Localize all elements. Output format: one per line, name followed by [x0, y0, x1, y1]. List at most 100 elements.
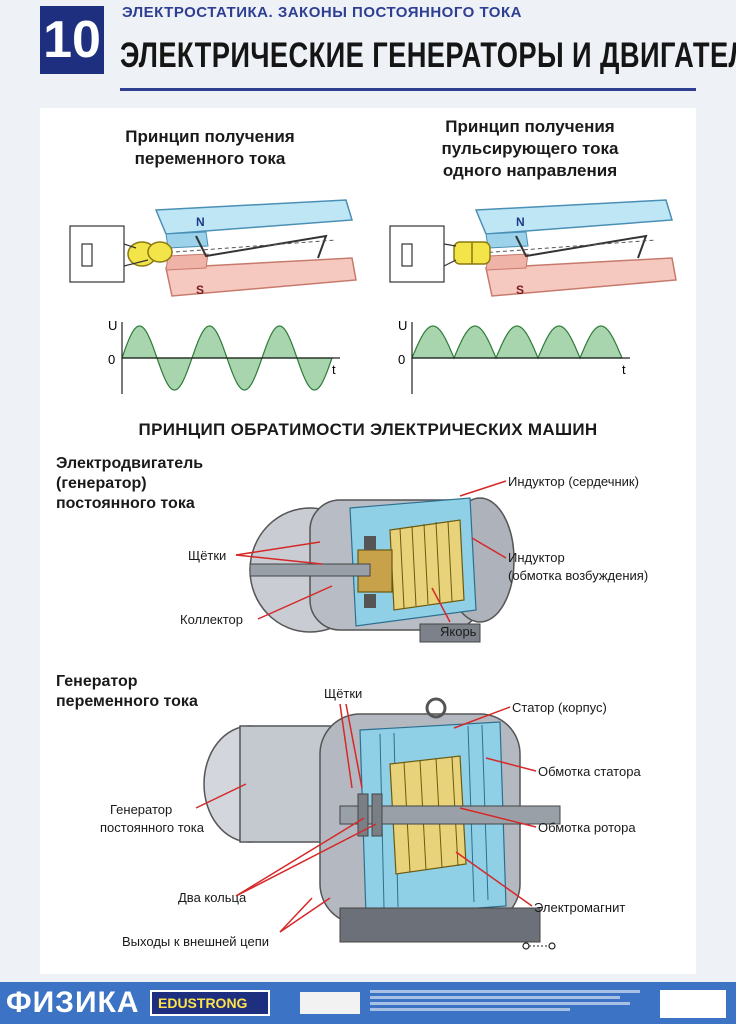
leader-output-1: [279, 897, 313, 933]
sheet-number-badge: 10: [40, 6, 104, 74]
south-pole-magnet: [165, 257, 357, 297]
leader-ring-2: [235, 823, 377, 897]
slip-ring-2: [371, 793, 383, 837]
pulsating-wave: [411, 325, 623, 360]
label-inductor-winding-1: Индуктор: [508, 550, 565, 565]
leader-brush-1: [235, 541, 321, 556]
pulse-caption-line3: одного направления: [442, 161, 618, 180]
north-pole-magnet: [154, 199, 353, 235]
dc-caption-line1: Электродвигатель: [56, 455, 204, 472]
reversibility-title: ПРИНЦИП ОБРАТИМОСТИ ЭЛЕКТРИЧЕСКИХ МАШИН: [138, 420, 598, 439]
north-pole-magnet: [474, 199, 673, 235]
pole-s-label: S: [196, 283, 204, 297]
label-armature: Якорь: [440, 624, 477, 639]
label-collector: Коллектор: [180, 612, 244, 627]
rotating-coil: [515, 234, 648, 259]
load-resistor: [401, 243, 413, 267]
shaft: [249, 563, 371, 577]
header-divider: [120, 88, 696, 91]
slip-ring-2: [147, 241, 173, 263]
pulse-wave-group: [411, 325, 623, 360]
label-rotor-winding: Обмотка ротора: [538, 820, 636, 835]
brush-lead-1: [443, 243, 457, 247]
brush-lead-2: [123, 259, 149, 267]
pulse-caption-line1: Принцип получения: [445, 117, 615, 136]
acgen-caption-line1: Генератор: [56, 673, 138, 690]
leader-electromagnet: [455, 851, 533, 907]
dc-leader-lines: [235, 480, 507, 623]
edustrong-logo: EDUSTRONG: [150, 990, 270, 1016]
u-axis-label: U: [398, 318, 407, 333]
slip-ring-1: [357, 793, 369, 837]
subject-brand: ФИЗИКА: [6, 986, 140, 1019]
ac-generator-illustration: [203, 697, 561, 950]
label-stator-case: Статор (корпус): [512, 700, 607, 715]
t-axis-label: t: [332, 362, 336, 377]
brush-lead-2: [443, 259, 457, 267]
ac-caption-line1: Принцип получения: [125, 127, 295, 146]
armature-core: [389, 519, 465, 611]
publisher-logo: [300, 992, 360, 1014]
u-axis-label: U: [108, 318, 117, 333]
brush-bottom: [364, 594, 376, 608]
leader-brush-2: [235, 554, 323, 565]
rotation-axis: [147, 239, 337, 255]
label-inductor-winding-2: (обмотка возбуждения): [508, 568, 649, 583]
label-dc-brushes: Щётки: [188, 548, 227, 563]
external-circuit: [389, 225, 445, 283]
pulse-caption-line2: пульсирующего тока: [441, 139, 619, 158]
leader-dc-gen: [195, 783, 247, 809]
leader-stator-winding: [485, 757, 537, 772]
poster-header: 10 ЭЛЕКТРОСТАТИКА. ЗАКОНЫ ПОСТОЯННОГО ТО…: [0, 0, 736, 96]
edustrong-logo-text: EDUSTRONG: [158, 995, 248, 1011]
zero-label: 0: [108, 352, 115, 367]
footer-badge-logo: [660, 990, 726, 1018]
leader-rotor-winding: [459, 807, 537, 828]
ac-generator-diagram: N S: [69, 199, 357, 297]
south-pole-face: [485, 253, 529, 271]
generator-base: [339, 907, 541, 943]
leader-output-2: [279, 897, 331, 933]
label-stator-winding: Обмотка статора: [538, 764, 641, 779]
leader-inductor-winding: [471, 537, 507, 559]
leader-ac-brush-1: [339, 703, 353, 789]
ac-leader-lines: [195, 703, 537, 933]
ac-principle-caption: Принцип получения переменного тока: [80, 126, 340, 170]
ac-caption-line2: переменного тока: [134, 149, 286, 168]
rotation-axis: [467, 239, 657, 255]
ac-waveform: U 0 t: [108, 318, 340, 394]
t-axis-label: t: [622, 362, 626, 377]
mounting-foot: [419, 623, 481, 643]
ac-generator-caption: Генератор переменного тока: [56, 672, 198, 712]
pole-n-label: N: [196, 215, 205, 229]
pole-s-label: S: [516, 283, 524, 297]
label-two-rings: Два кольца: [178, 890, 247, 905]
dc-machine-caption: Электродвигатель (генератор) постоянного…: [56, 454, 203, 514]
acgen-caption-line2: переменного тока: [56, 693, 198, 710]
external-circuit: [69, 225, 125, 283]
pole-n-label: N: [516, 215, 525, 229]
section-subtitle: ЭЛЕКТРОСТАТИКА. ЗАКОНЫ ПОСТОЯННОГО ТОКА: [122, 4, 522, 21]
leader-collector: [257, 585, 333, 620]
pulsating-generator-diagram: N S: [389, 199, 677, 297]
leader-ac-brush-2: [345, 703, 363, 789]
label-electromagnet: Электромагнит: [534, 900, 626, 915]
leader-inductor-core: [459, 480, 507, 497]
lifting-eye: [425, 697, 447, 719]
label-inductor-core: Индуктор (сердечник): [508, 474, 639, 489]
label-ac-brushes: Щётки: [324, 686, 363, 701]
dc-machine-illustration: [249, 497, 515, 643]
label-dc-gen-2: постоянного тока: [100, 820, 204, 835]
label-dc-gen-1: Генератор: [110, 802, 173, 817]
south-pole-magnet: [485, 257, 677, 297]
pulsating-waveform: U 0 t: [398, 318, 630, 394]
leader-ring-1: [235, 817, 365, 897]
poster-title: ЭЛЕКТРИЧЕСКИЕ ГЕНЕРАТОРЫ И ДВИГАТЕЛИ: [120, 36, 736, 75]
zero-label: 0: [398, 352, 405, 367]
rotating-coil: [195, 234, 328, 259]
output-terminals: [522, 942, 556, 950]
dc-caption-line3: постоянного тока: [56, 495, 195, 512]
dc-caption-line2: (генератор): [56, 475, 147, 492]
leader-armature: [431, 587, 451, 623]
brush-lead-1: [123, 243, 137, 249]
